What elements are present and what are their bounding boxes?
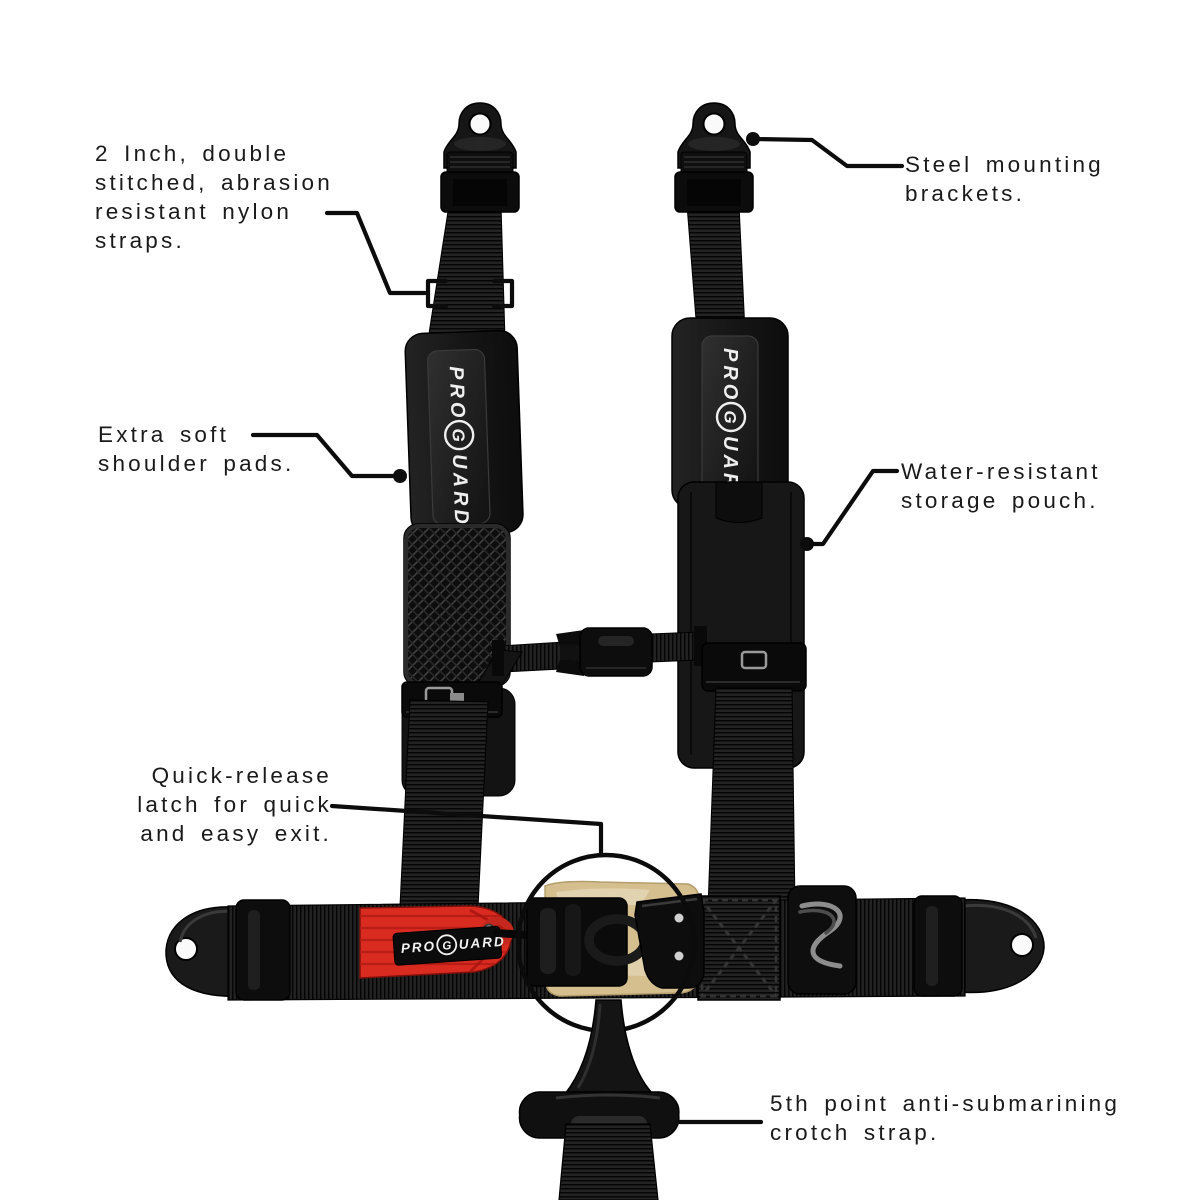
right-shoulder-pad: PRO G UARD xyxy=(671,317,789,510)
callout-shoulder-pads: Extra soft shoulder pads. xyxy=(98,420,294,478)
pouch-flap xyxy=(715,481,763,523)
bracket-highlight xyxy=(688,137,740,151)
callout-line-steel-brackets xyxy=(750,136,905,169)
callout-line: Steel mounting xyxy=(905,152,1104,177)
left-top-mounting-bracket xyxy=(440,102,520,213)
sternum-strap xyxy=(469,626,707,703)
callout-dot-storage-pouch xyxy=(800,537,814,551)
proguard-patch: PRO G UARD xyxy=(392,925,506,966)
callout-line-nylon-straps xyxy=(324,210,428,296)
left-lower-strap xyxy=(399,699,489,909)
mesh-pocket xyxy=(403,523,511,687)
callout-dot-shoulder-pads xyxy=(393,469,407,483)
patch-text-uard: UARD xyxy=(458,934,506,952)
callout-line: Water-resistant xyxy=(901,459,1101,484)
strap-keeper xyxy=(492,640,504,676)
left-shoulder-pad: PRO G UARD xyxy=(404,329,524,536)
patch-text-pro: PRO xyxy=(400,939,436,956)
buckle-metal-clip xyxy=(740,650,768,670)
callout-steel-brackets: Steel mounting brackets. xyxy=(905,150,1104,208)
logo-text-g: G xyxy=(448,428,467,442)
callout-line-quick-release xyxy=(329,803,604,856)
logo-g-ring xyxy=(715,401,747,433)
crotch-strap-webbing xyxy=(558,1123,659,1200)
callout-crotch-strap: 5th point anti-submarining crotch strap. xyxy=(770,1089,1120,1147)
bracket-bolt-hole xyxy=(174,937,198,961)
right-lap-mounting-bracket xyxy=(957,898,1045,994)
patch-text-g: G xyxy=(442,940,452,953)
callout-line: stitched, abrasion xyxy=(95,170,333,195)
logo-g-ring xyxy=(443,419,475,451)
lap-belt-x-stitch-wrap xyxy=(697,895,781,1001)
crotch-strap xyxy=(518,999,680,1200)
right-adjuster-buckle xyxy=(701,642,807,692)
right-lower-strap xyxy=(707,687,796,909)
logo-text-pro: PRO xyxy=(719,348,741,403)
rivet xyxy=(674,951,684,961)
patch-g-ring xyxy=(436,934,458,956)
right-wire-adjuster xyxy=(787,885,857,995)
crotch-strap-hook xyxy=(563,999,655,1095)
callout-nylon-straps: 2 Inch, double stitched, abrasion resist… xyxy=(95,139,333,255)
quick-release-latch xyxy=(493,880,705,997)
callout-line: latch for quick xyxy=(137,792,332,817)
bracket-bolt-hole xyxy=(468,112,492,136)
callout-line: resistant nylon xyxy=(95,199,293,224)
logo-text-uard: UARD xyxy=(448,454,473,529)
callout-line-storage-pouch xyxy=(804,468,900,547)
latch-triangle-plate xyxy=(634,893,705,989)
callout-line: 2 Inch, double xyxy=(95,141,290,166)
callout-line: Extra soft xyxy=(98,422,230,447)
left-belt-slider xyxy=(235,899,291,1001)
red-release-strap: PRO G UARD xyxy=(359,905,514,979)
callout-line-shoulder-pads xyxy=(250,432,402,479)
logo-text-pro: PRO xyxy=(445,366,469,422)
right-top-mounting-bracket xyxy=(674,102,754,213)
bracket-highlight xyxy=(454,137,506,151)
strap-highlight-brackets xyxy=(425,278,515,309)
rivet xyxy=(674,913,684,923)
callout-line: Quick-release xyxy=(151,763,332,788)
callout-line: crotch strap. xyxy=(770,1120,940,1145)
buckle-metal-tab xyxy=(450,693,464,701)
sternum-buckle xyxy=(556,627,653,677)
right-belt-slider xyxy=(913,895,963,997)
callout-line: 5th point anti-submarining xyxy=(770,1091,1121,1116)
callout-line: and easy exit. xyxy=(140,821,332,846)
callout-line: storage pouch. xyxy=(901,488,1099,513)
callout-line: shoulder pads. xyxy=(98,451,295,476)
callout-dot-steel-brackets xyxy=(746,132,760,146)
callout-line: straps. xyxy=(95,228,185,253)
bracket-bolt-hole xyxy=(702,112,726,136)
proguard-logo-left: PRO G UARD xyxy=(443,366,475,529)
callout-storage-pouch: Water-resistant storage pouch. xyxy=(901,457,1101,515)
left-shoulder-strap xyxy=(427,204,506,341)
callout-line: brackets. xyxy=(905,181,1026,206)
callout-leader-lines xyxy=(250,132,905,1125)
callout-quick-release: Quick-release latch for quick and easy e… xyxy=(60,761,332,848)
bracket-bolt-hole xyxy=(1010,933,1034,957)
right-shoulder-strap xyxy=(686,204,746,333)
logo-text-g: G xyxy=(721,410,740,423)
